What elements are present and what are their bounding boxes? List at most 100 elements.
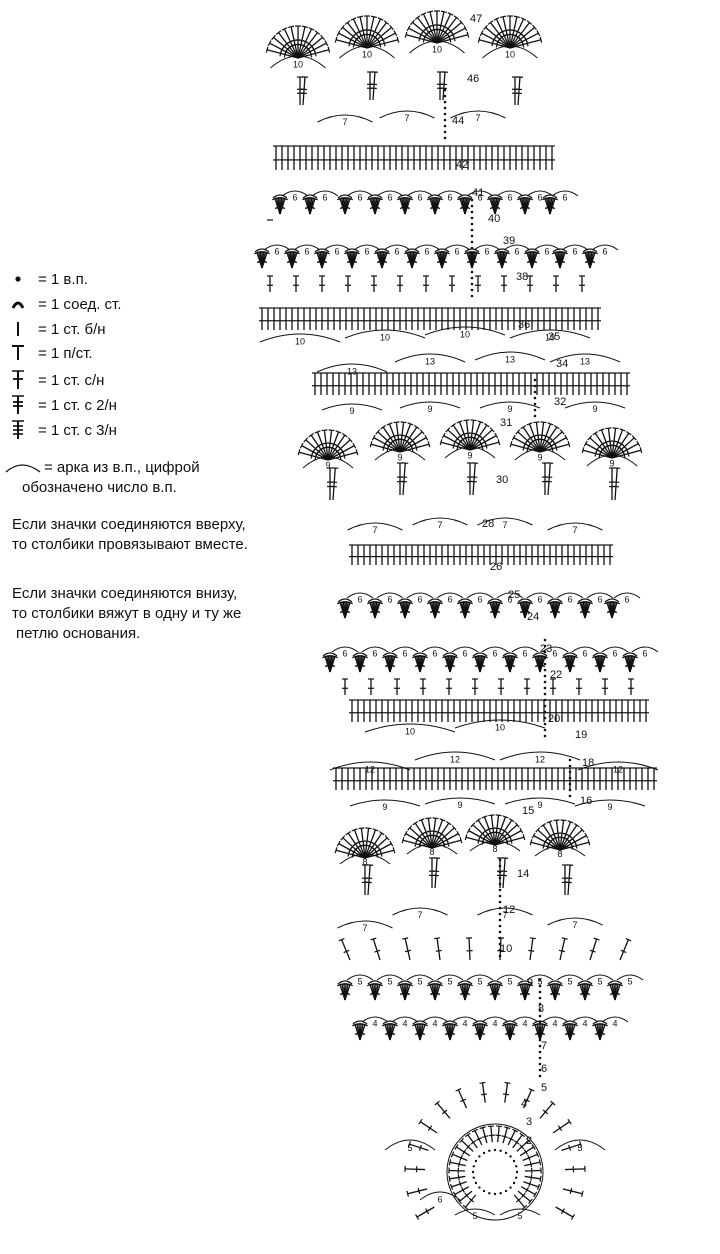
chain-dot xyxy=(543,650,547,654)
stitch-stem xyxy=(502,1127,508,1144)
stitch-top xyxy=(464,1132,471,1138)
stitch-stem xyxy=(381,252,388,269)
stitch-top xyxy=(625,937,632,942)
stitch-stem xyxy=(456,1146,471,1157)
stitch-top xyxy=(434,1100,440,1106)
arch-count-label: 6 xyxy=(507,595,512,605)
arch-count-label: 4 xyxy=(372,1019,377,1029)
chain-arch xyxy=(477,907,533,916)
stitch-stem xyxy=(562,1188,583,1195)
chain-arch xyxy=(379,110,435,119)
chain-dot xyxy=(470,288,474,292)
arch-count-label: 10 xyxy=(293,60,303,70)
chain-arch xyxy=(394,353,466,363)
chain-arch xyxy=(466,974,494,981)
stitch-stem xyxy=(327,451,358,461)
chain-arch xyxy=(414,751,496,761)
bell-top xyxy=(254,248,270,253)
stitch-stem xyxy=(297,28,313,59)
stitch-top xyxy=(418,818,425,822)
stitch-bar xyxy=(378,41,382,48)
stitch-stem xyxy=(447,429,471,451)
chain-arch xyxy=(361,646,389,653)
stitch-bar xyxy=(524,992,531,996)
row-number: 15 xyxy=(522,805,534,817)
chain-dot xyxy=(538,1050,542,1054)
chain-dot xyxy=(478,1155,481,1158)
bell-top xyxy=(582,248,598,253)
stitch-stem xyxy=(273,36,299,59)
single-crochet-icon xyxy=(8,318,38,340)
stitch-top xyxy=(376,197,383,201)
stitch-bar xyxy=(434,992,441,996)
stitch-stem xyxy=(524,1161,541,1167)
stitch-top xyxy=(361,655,368,659)
chain-arch xyxy=(406,843,458,855)
stitch-top xyxy=(407,1141,411,1148)
stitch-stem xyxy=(408,27,438,44)
bell-top xyxy=(487,194,503,199)
stitch-top xyxy=(378,830,385,836)
stitch-stem xyxy=(554,984,561,1001)
chain-dot xyxy=(504,1189,508,1193)
legend-arch-line2: обозначено число в.п. xyxy=(22,479,177,496)
stitch-stem xyxy=(497,1126,500,1143)
stitch-top xyxy=(508,817,515,823)
chain-arch xyxy=(479,401,541,409)
stitch-bar xyxy=(419,1032,426,1036)
stitch-top xyxy=(439,818,446,822)
stitch-top xyxy=(436,601,443,605)
legend-double-treble: = 1 ст. с 3/н xyxy=(8,419,117,441)
stitch-top xyxy=(391,655,398,659)
bell-top xyxy=(457,980,473,985)
stitch-stem xyxy=(523,1181,539,1188)
chain-dot xyxy=(488,1192,491,1195)
stitch-top xyxy=(503,251,510,255)
stitch-stem xyxy=(388,423,401,453)
stitch-stem xyxy=(469,421,482,451)
stitch-top xyxy=(500,15,507,18)
stitch-stem xyxy=(472,463,476,496)
chain-dot xyxy=(470,258,474,262)
stitch-top xyxy=(358,827,365,830)
stitch-top xyxy=(344,20,351,25)
arch-count-label: 6 xyxy=(477,193,482,203)
stitch-top xyxy=(351,828,358,832)
chain-dot xyxy=(470,270,474,274)
stitch-top xyxy=(567,441,571,448)
stitch-stem xyxy=(559,252,566,269)
bell-top xyxy=(412,1020,428,1025)
bell-top xyxy=(367,598,383,603)
chain-arch xyxy=(316,363,388,373)
bell-top xyxy=(532,652,548,657)
stitch-stem xyxy=(539,426,558,453)
chain-arch xyxy=(496,592,524,599)
bell-top xyxy=(577,980,593,985)
bell-top xyxy=(562,652,578,657)
chain-dot xyxy=(543,722,547,726)
stitch-top xyxy=(377,17,384,21)
arch-count-label: 6 xyxy=(304,247,309,257)
stitch-stem xyxy=(297,36,323,59)
stitch-bar xyxy=(460,1098,467,1103)
stitch-bar xyxy=(519,1144,525,1150)
stitch-top xyxy=(466,827,471,834)
stitch-top xyxy=(496,601,503,605)
chain-dot xyxy=(538,978,542,982)
stitch-bar xyxy=(343,949,350,954)
chain-arch xyxy=(477,517,533,526)
chain-arch xyxy=(503,244,531,251)
stitch-stem xyxy=(481,1082,486,1103)
chain-arch xyxy=(564,401,626,409)
stitch-top xyxy=(520,424,527,430)
row-number: 35 xyxy=(548,331,560,343)
stitch-top xyxy=(450,422,457,428)
stitch-top xyxy=(301,25,308,28)
stitch-bar xyxy=(524,206,531,210)
stitch-bar xyxy=(404,949,412,953)
stitch-top xyxy=(459,19,464,26)
stitch-bar xyxy=(622,451,626,458)
stitch-bar xyxy=(434,610,441,614)
stitch-top xyxy=(352,442,357,449)
stitch-bar xyxy=(509,837,513,844)
